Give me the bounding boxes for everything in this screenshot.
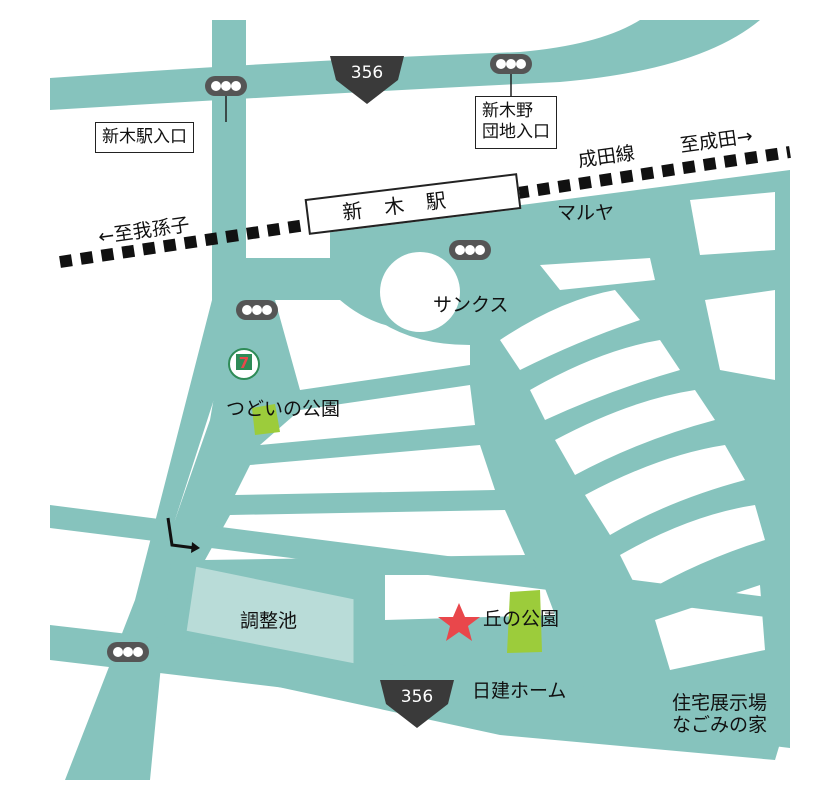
- convenience-store-7-icon: 7: [228, 348, 260, 380]
- oka-park-label: 丘の公園: [483, 608, 560, 630]
- oka-park-area: [507, 590, 542, 653]
- tsudoi-park-area: [252, 404, 280, 435]
- model-home-line2: なごみの家: [672, 713, 768, 736]
- regulating-pond: [183, 563, 357, 667]
- turn-arrow-head: [191, 542, 200, 553]
- route-356-text-bottom: 356: [401, 687, 433, 707]
- route-356-text-top: 356: [351, 63, 383, 83]
- araki-danchi-entrance-label: 新木野 団地入口: [475, 96, 557, 149]
- housing-blocks: [205, 192, 775, 670]
- tsudoi-park-label: つどいの公園: [226, 398, 341, 420]
- sunkus-label: サンクス: [433, 294, 509, 316]
- turn-arrow-icon: [166, 517, 196, 550]
- pond-label: 調整池: [240, 610, 298, 632]
- model-home-line1: 住宅展示場: [672, 692, 768, 714]
- araki-danchi-entrance-line1: 新木野: [482, 101, 533, 121]
- traffic-signal-icon: [107, 642, 149, 662]
- traffic-signal-icon: [236, 300, 278, 320]
- railway-line: [59, 146, 791, 268]
- store-logo-text: 7: [239, 354, 249, 372]
- station-rotary: [380, 252, 460, 332]
- maruya-label: マルヤ: [557, 202, 615, 224]
- route-356-shield-bottom: 356: [380, 680, 454, 728]
- traffic-signal-icon: [205, 76, 247, 96]
- traffic-signal-icon: [490, 54, 532, 74]
- model-home-label: 住宅展示場 なごみの家: [672, 692, 768, 737]
- star-icon: [438, 603, 480, 641]
- araki-station-entrance-label: 新木駅入口: [95, 122, 194, 154]
- araki-danchi-entrance-line2: 団地入口: [482, 122, 550, 143]
- nikken-home-label: 日建ホーム: [472, 680, 567, 702]
- traffic-signal-icon: [449, 240, 491, 260]
- route-356-shield-top: 356: [330, 56, 404, 104]
